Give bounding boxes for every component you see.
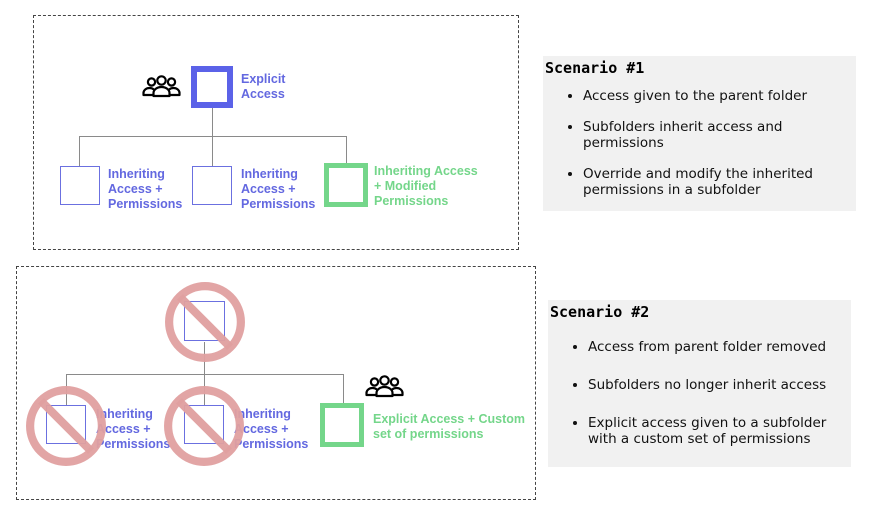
list-item: Subfolders no longer inherit access: [588, 377, 858, 393]
subfolder-3-explicit: [320, 403, 364, 447]
subfolder-1: [60, 166, 100, 205]
list-item: Access from parent folder removed: [588, 339, 858, 355]
subfolder-2-label: Inheriting Access + Permissions: [234, 407, 309, 451]
scenario1-panel: Scenario #1 Access given to the parent f…: [543, 56, 856, 211]
subfolder-3-label: Inheriting Access + Modified Permissions: [374, 164, 478, 208]
scenario1-title: Scenario #1: [545, 59, 645, 77]
subfolder-1-label: Inheriting Access + Permissions: [108, 167, 183, 211]
connector: [343, 374, 344, 404]
subfolder-3-label: Explicit Access + Custom set of permissi…: [373, 412, 526, 441]
scenario2-panel: Scenario #2 Access from parent folder re…: [548, 300, 851, 467]
scenario1-bullets: Access given to the parent folder Subfol…: [565, 88, 853, 213]
group-of-users-icon: [364, 374, 405, 398]
connector: [79, 136, 347, 137]
scenario2-diagram-frame: [16, 266, 536, 500]
list-item: Explicit access given to a subfolder wit…: [588, 415, 858, 447]
subfolder-2-label: Inheriting Access + Permissions: [241, 167, 316, 211]
list-item: Override and modify the inherited permis…: [583, 166, 853, 198]
prohibited-icon: [163, 385, 245, 467]
prohibited-icon: [25, 385, 107, 467]
connector: [212, 136, 213, 166]
parent-folder-explicit: [191, 66, 233, 108]
connector: [79, 136, 80, 166]
subfolder-1-label: Inheriting Access + Permissions: [96, 407, 171, 451]
list-item: Subfolders inherit access and permission…: [583, 119, 853, 151]
subfolder-3-modified: [324, 163, 368, 207]
parent-folder-label: Explicit Access: [241, 72, 286, 101]
list-item: Access given to the parent folder: [583, 88, 853, 104]
connector: [66, 374, 344, 375]
subfolder-2: [192, 166, 232, 205]
scenario1-diagram-frame: [33, 15, 519, 250]
prohibited-icon: [164, 281, 246, 363]
scenario2-title: Scenario #2: [550, 303, 650, 321]
scenario2-bullets: Access from parent folder removed Subfol…: [570, 339, 858, 462]
connector: [212, 108, 213, 136]
group-of-users-icon: [141, 74, 182, 98]
connector: [346, 136, 347, 166]
